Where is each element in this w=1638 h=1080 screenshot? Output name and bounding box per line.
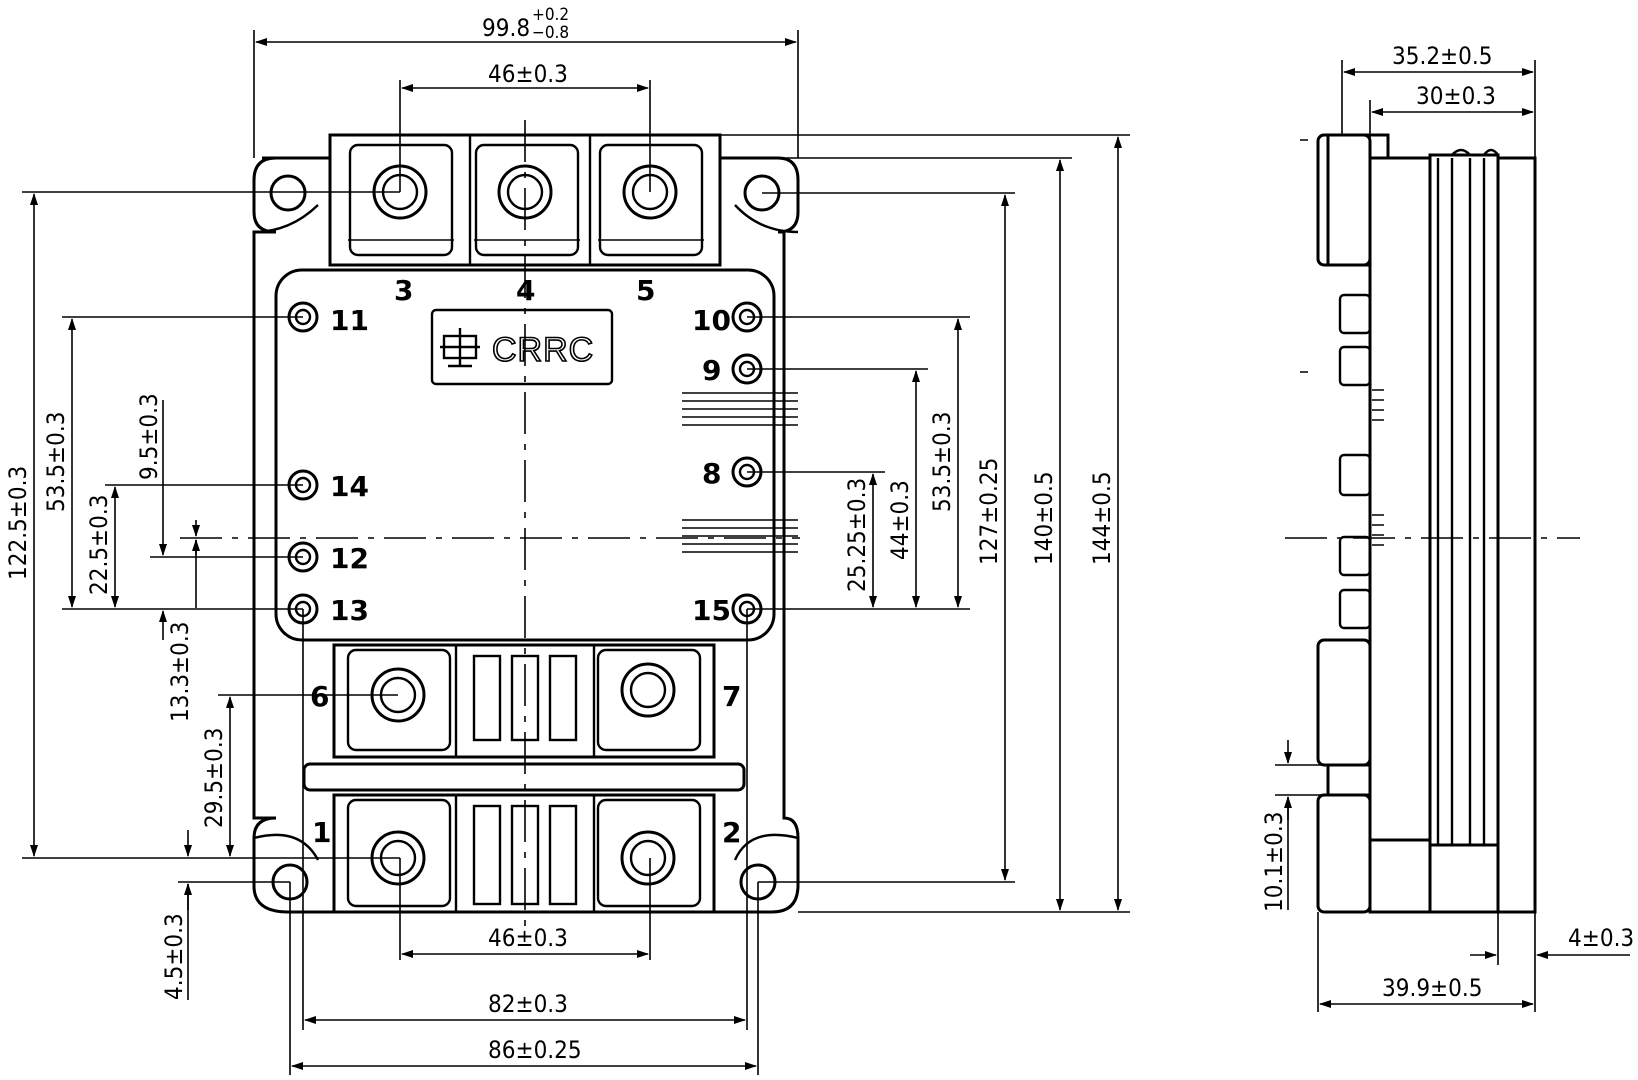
dim-left-22-5: 22.5±0.3 (85, 495, 113, 595)
pin-label-5: 5 (636, 274, 655, 307)
dim-side-10-1: 10.1±0.3 (1260, 812, 1288, 912)
pin-label-8: 8 (702, 457, 721, 490)
dim-side-4: 4±0.3 (1568, 924, 1634, 952)
dim-aux-44: 44±0.3 (886, 480, 914, 560)
side-terminal-mid (1316, 638, 1372, 767)
pin-label-6: 6 (310, 680, 329, 713)
terminal-7-screw (620, 662, 676, 718)
pin-label-13: 13 (330, 594, 369, 627)
dim-mount-hole-pitch: 82±0.3 (488, 990, 568, 1018)
front-dimensions: 99.8 +0.2 −0.8 46±0.3 46±0.3 82±0.3 86±0… (4, 5, 1130, 1075)
dim-left-122-5: 122.5±0.3 (4, 466, 32, 580)
crrc-emblem-icon (440, 328, 480, 368)
pin-label-3: 3 (394, 274, 413, 307)
insulation-bar (302, 762, 746, 792)
pin-labels: 3 4 5 11 14 12 13 10 9 8 15 6 7 1 2 (310, 274, 741, 849)
dim-height-144: 144±0.5 (1088, 471, 1116, 565)
dim-side-39-9: 39.9±0.5 (1382, 974, 1482, 1002)
pin-label-14: 14 (330, 470, 369, 503)
pin-label-7: 7 (722, 680, 741, 713)
dim-bottom-terminal-pitch: 46±0.3 (488, 924, 568, 952)
bottom-terminal-block (332, 793, 716, 914)
dim-left-29-5: 29.5±0.3 (200, 728, 228, 828)
pin-label-4: 4 (516, 274, 535, 307)
dim-left-4-5: 4.5±0.3 (160, 913, 188, 1000)
dim-overall-width-tol-lower: −0.8 (532, 23, 569, 43)
terminal-2-screw (620, 830, 676, 886)
pin-label-9: 9 (702, 354, 721, 387)
side-dimensions: 35.2±0.5 30±0.3 10.1±0.3 4±0.3 39.9±0.5 (1260, 42, 1634, 1012)
side-terminal-top (1316, 133, 1372, 267)
side-terminal-bottom (1316, 793, 1372, 914)
mount-hole-top-left (269, 174, 307, 212)
dim-side-30: 30±0.3 (1416, 82, 1496, 110)
side-view (1285, 133, 1580, 914)
dim-left-53-5: 53.5±0.3 (42, 412, 70, 512)
dim-left-13-3: 13.3±0.3 (166, 622, 194, 722)
dim-aux-53-5-right: 53.5±0.3 (928, 412, 956, 512)
dim-height-140: 140±0.5 (1030, 471, 1058, 565)
pin-label-12: 12 (330, 542, 369, 575)
pin-label-1: 1 (312, 816, 331, 849)
dim-base-width: 86±0.25 (488, 1036, 582, 1064)
pin-label-11: 11 (330, 304, 369, 337)
dim-overall-width: 99.8 (482, 14, 530, 42)
pin-label-15: 15 (692, 594, 731, 627)
pin-label-2: 2 (722, 816, 741, 849)
front-view: CRRC (180, 120, 800, 930)
pin-label-10: 10 (692, 304, 731, 337)
dim-left-9-5: 9.5±0.3 (135, 393, 163, 480)
dim-height-127: 127±0.25 (975, 458, 1003, 565)
lower-terminal-block (332, 643, 716, 759)
dim-overall-width-tol-upper: +0.2 (532, 5, 569, 25)
dim-aux-25-25: 25.25±0.3 (843, 478, 871, 592)
base-plate-outline (252, 133, 800, 914)
logo-text: CRRC (492, 331, 594, 369)
crrc-logo: CRRC (430, 308, 614, 386)
dim-side-35-2: 35.2±0.5 (1392, 42, 1492, 70)
dim-top-terminal-pitch: 46±0.3 (488, 60, 568, 88)
